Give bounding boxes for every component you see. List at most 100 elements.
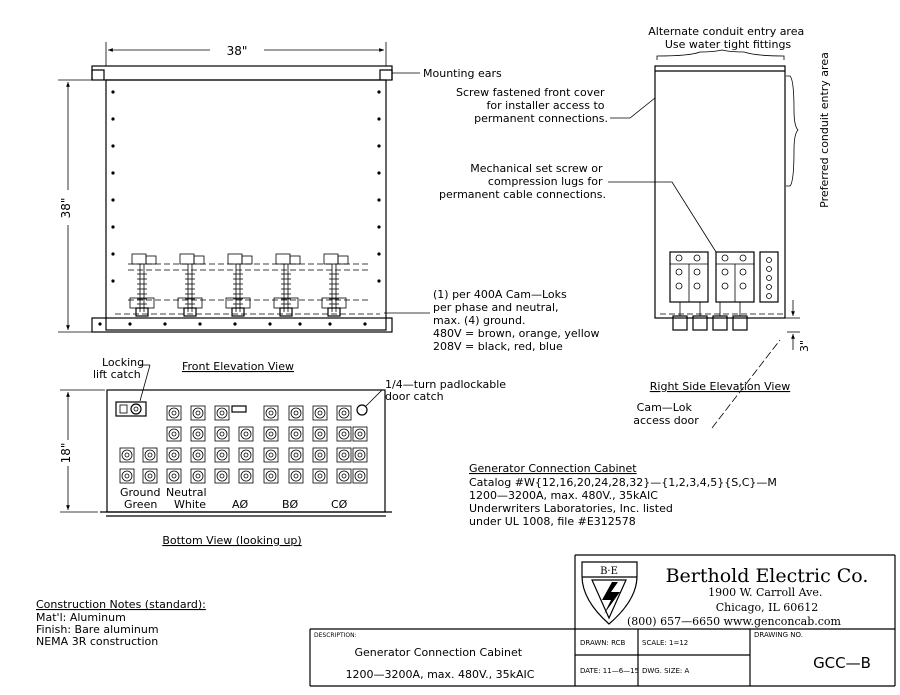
locking-lift-catch-label: Locking lift catch — [93, 356, 148, 381]
cam-lok-receptacle — [263, 405, 279, 421]
cam-lok-receptacle — [214, 426, 230, 442]
cam-lok-receptacle — [312, 468, 328, 484]
phase-b-label: BØ — [282, 498, 299, 511]
neutral-label: Neutral — [166, 486, 207, 499]
screw-dot — [298, 322, 302, 326]
locking-lift-catch — [115, 401, 147, 417]
screw-dot — [163, 322, 167, 326]
front-cover-note: Screw fastened front cover for installer… — [456, 86, 608, 125]
title-block: B·E Berthold Electric Co. 1900 W. Carrol… — [309, 554, 896, 687]
front-elevation-view: 38" Mounting ears 38" (1) per 400A Cam—L… — [58, 42, 600, 373]
cam-lok-receptacle — [352, 447, 368, 463]
cam-lok-receptacle — [288, 447, 304, 463]
cam-lok-receptacle — [214, 447, 230, 463]
cam-lok-assembly — [321, 253, 349, 317]
side-lug-block — [669, 251, 709, 303]
cam-lok-receptacle — [263, 468, 279, 484]
screw-dot — [377, 117, 381, 121]
cam-lok-receptacle — [119, 447, 135, 463]
ground-screw — [766, 257, 772, 263]
cam-lok-receptacle — [190, 468, 206, 484]
front-height-dim: 38" — [59, 198, 73, 219]
side-gap-dim: 3" — [798, 340, 811, 352]
screw-dot — [377, 171, 381, 175]
spec-block: Generator Connection Cabinet Catalog #W{… — [469, 462, 777, 528]
cam-lok-receptacle — [142, 447, 158, 463]
cam-lok-receptacle — [214, 405, 230, 421]
side-cam-lok-plug — [672, 302, 688, 331]
alternate-entry-label: Alternate conduit entry area Use water t… — [648, 25, 807, 51]
side-cam-lok-plug — [712, 302, 728, 331]
cam-lok-receptacle — [312, 447, 328, 463]
cam-lok-receptacle — [336, 447, 352, 463]
side-lug-assemblies — [669, 251, 779, 331]
mounting-ear-left — [91, 69, 105, 80]
cam-lok-receptacle — [288, 426, 304, 442]
screw-dot — [198, 322, 202, 326]
screw-dot — [377, 225, 381, 229]
phone-web: (800) 657—6650 www.genconcab.com — [627, 615, 842, 628]
screw-dot — [363, 322, 367, 326]
side-cam-lok-plug — [732, 302, 748, 331]
cam-lok-receptacle — [288, 468, 304, 484]
phase-a-label: AØ — [232, 498, 249, 511]
mounting-ear-right — [379, 69, 393, 80]
cam-lok-receptacle — [238, 447, 254, 463]
alternate-entry-brace — [656, 49, 785, 60]
cam-lok-receptacle — [190, 447, 206, 463]
screw-dot — [377, 279, 381, 283]
right-side-elevation-view: Alternate conduit entry area Use water t… — [439, 25, 831, 429]
cam-lok-receptacle — [312, 426, 328, 442]
cam-lok-receptacle — [119, 468, 135, 484]
screw-dot — [233, 322, 237, 326]
side-cabinet-body — [654, 65, 786, 319]
front-width-dim: 38" — [227, 44, 248, 58]
preferred-entry-brace — [786, 75, 799, 187]
front-cabinet-body — [105, 79, 387, 331]
neutral-white-label: White — [174, 498, 206, 511]
screw-dot — [111, 198, 115, 202]
cam-lok-receptacle — [238, 426, 254, 442]
padlock-hasp — [231, 405, 247, 413]
phase-c-label: CØ — [331, 498, 348, 511]
side-lug-block — [715, 251, 755, 303]
cam-lok-receptacle — [190, 426, 206, 442]
cam-lok-receptacle — [190, 405, 206, 421]
screw-dot — [98, 322, 102, 326]
company-logo: B·E — [581, 561, 638, 625]
preferred-entry-label: Preferred conduit entry area — [818, 52, 831, 208]
date: DATE: 11—6—15 — [580, 667, 639, 675]
screw-dot — [377, 252, 381, 256]
ground-screw — [766, 293, 772, 299]
bottom-flange — [91, 317, 393, 333]
ground-green-label: Green — [124, 498, 157, 511]
description-label: DESCRIPTION: — [314, 632, 357, 639]
padlockable-door-catch — [356, 404, 368, 416]
screw-dot — [111, 117, 115, 121]
company-address: 1900 W. Carroll Ave. Chicago, IL 60612 — [708, 586, 826, 614]
cam-lok-receptacle — [263, 426, 279, 442]
screw-dot — [111, 144, 115, 148]
company-name: Berthold Electric Co. — [666, 565, 869, 587]
cam-lok-receptacle — [214, 468, 230, 484]
drawing-no-label: DRAWING NO. — [754, 631, 803, 639]
screw-dot — [377, 90, 381, 94]
construction-notes-lines: Mat'l: Aluminum Finish: Bare aluminum NE… — [36, 611, 162, 648]
cam-lok-receptacle — [312, 405, 328, 421]
bottom-depth-dim: 18" — [59, 443, 73, 464]
mounting-bar — [91, 65, 393, 81]
ground-screw — [766, 284, 772, 290]
screw-dot — [328, 322, 332, 326]
cam-lok-receptacle — [336, 468, 352, 484]
side-elevation-title: Right Side Elevation View — [650, 380, 790, 393]
ground-screw — [766, 275, 772, 281]
ground-bar — [759, 251, 779, 303]
screw-dot — [111, 90, 115, 94]
dwg-size: DWG. SIZE: A — [642, 667, 689, 675]
cam-lok-receptacle — [336, 405, 352, 421]
ground-screw — [766, 266, 772, 272]
logo-text: B·E — [600, 566, 618, 577]
cam-lok-receptacle — [263, 447, 279, 463]
screw-dot — [377, 144, 381, 148]
